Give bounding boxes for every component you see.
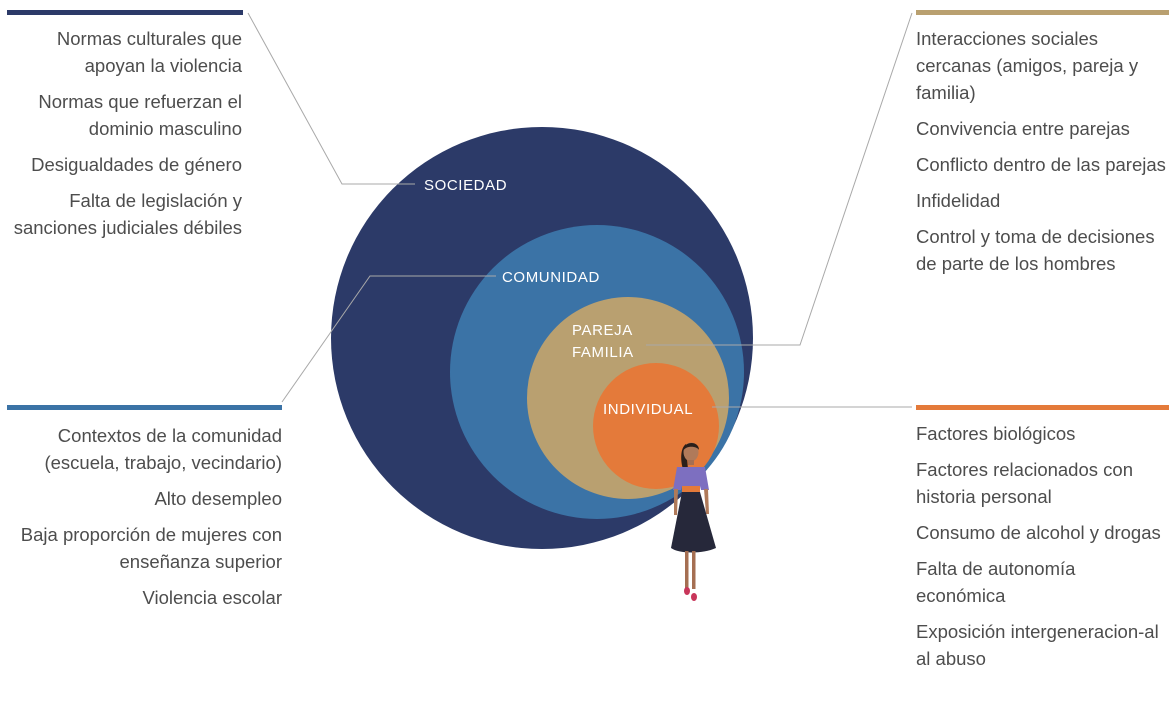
- list-item: Baja proporción de mujeres con enseñanza…: [20, 524, 282, 572]
- list-item: Alto desempleo: [154, 488, 282, 509]
- list-item: Conflicto dentro de las parejas: [916, 154, 1166, 175]
- list-item: Exposición intergeneracion-al al abuso: [916, 621, 1159, 669]
- pareja-familia-factors-list: Interacciones sociales cercanas (amigos,…: [916, 25, 1169, 286]
- connector-line-comunidad: [281, 275, 496, 403]
- list-item: Control y toma de decisiones de parte de…: [916, 226, 1155, 274]
- connector-line-pareja: [646, 12, 913, 346]
- individual-label: INDIVIDUAL: [603, 401, 693, 418]
- comunidad-color-bar: [7, 405, 282, 410]
- list-item: Factores biológicos: [916, 423, 1076, 444]
- list-item: Factores relacionados con historia perso…: [916, 459, 1133, 507]
- familia-label: FAMILIA: [572, 344, 634, 361]
- sociedad-label: SOCIEDAD: [424, 177, 507, 194]
- comunidad-label: COMUNIDAD: [502, 269, 600, 286]
- woman-figure-icon: [671, 442, 716, 601]
- list-item: Normas que refuerzan el dominio masculin…: [38, 91, 242, 139]
- list-item: Normas culturales que apoyan la violenci…: [56, 28, 242, 76]
- list-item: Falta de legislación y sanciones judicia…: [13, 190, 242, 238]
- list-item: Violencia escolar: [142, 587, 282, 608]
- pareja-label: PAREJA: [572, 322, 633, 339]
- list-item: Contextos de la comunidad (escuela, trab…: [44, 425, 282, 473]
- list-item: Infidelidad: [916, 190, 1001, 211]
- connector-line-sociedad: [247, 12, 415, 185]
- list-item: Consumo de alcohol y drogas: [916, 522, 1161, 543]
- sociedad-color-bar: [7, 10, 243, 15]
- list-item: Convivencia entre parejas: [916, 118, 1130, 139]
- individual-color-bar: [916, 405, 1169, 410]
- list-item: Interacciones sociales cercanas (amigos,…: [916, 28, 1139, 103]
- pareja-familia-color-bar: [916, 10, 1169, 15]
- list-item: Falta de autonomía económica: [916, 558, 1076, 606]
- individual-factors-list: Factores biológicos Factores relacionado…: [916, 420, 1169, 681]
- sociedad-factors-list: Normas culturales que apoyan la violenci…: [0, 25, 242, 250]
- list-item: Desigualdades de género: [31, 154, 242, 175]
- comunidad-factors-list: Contextos de la comunidad (escuela, trab…: [0, 422, 282, 620]
